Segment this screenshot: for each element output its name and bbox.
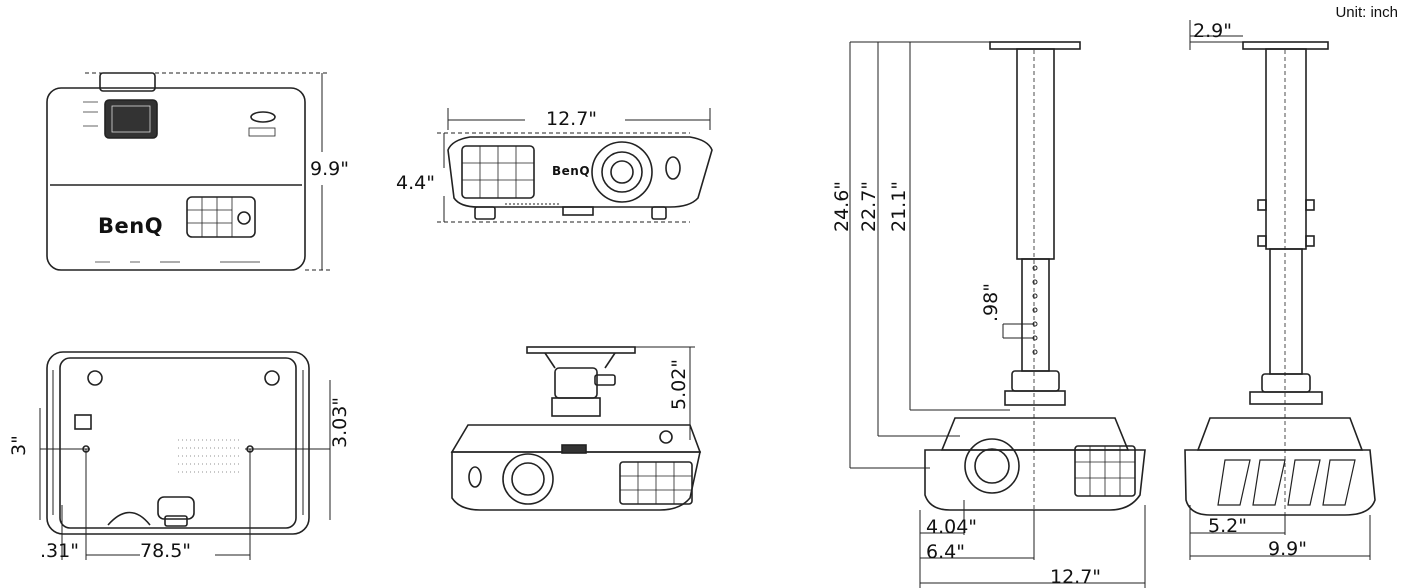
unit-label: Unit: inch [1335,4,1398,21]
top-view-projector [46,72,306,271]
dim-top-view-depth: 9.9" [310,158,349,180]
front-view-dimension-lines [437,108,711,223]
ceiling-mount-pole-dimension-lines [849,41,1146,588]
dim-bottom-hole-depth: 3.03" [329,396,351,448]
dim-mount-width: 12.7" [1050,566,1102,588]
dim-front-height: 4.4" [396,172,435,194]
bottom-view-projector [46,351,310,535]
dim-mount-hole-pitch: .98" [980,283,1002,322]
dim-mount-plate-height: 5.02" [668,358,690,410]
brand-logo-top-view: BenQ [98,214,164,238]
brand-logo-front-view: BenQ [552,164,591,178]
dim-front-width: 12.7" [546,108,598,130]
dim-mount-center-offset: 6.4" [926,541,965,563]
ceiling-mount-side-dimension-lines [1189,20,1371,560]
dim-side-plate-offset: 2.9" [1193,20,1232,42]
dim-mount-mid-height: 22.7" [858,180,880,232]
dim-mount-total-height: 24.6" [831,180,853,232]
ceiling-mount-front-view [450,346,702,511]
dim-mount-lens-offset: 4.04" [926,516,978,538]
dim-mount-min-height: 21.1" [888,180,910,232]
dim-bottom-hole-offset: 3" [8,435,30,456]
ceiling-mount-pole-view [924,41,1146,511]
front-view-projector [447,136,713,220]
dim-bottom-left-offset: .31" [40,540,79,562]
dim-side-lens-offset: 5.2" [1208,515,1247,537]
top-view-dimension-lines [85,72,330,271]
dim-side-depth: 9.9" [1268,538,1307,560]
ceiling-mount-side-view [1184,41,1376,516]
ceiling-mount-front-dimension-lines [635,346,695,440]
bottom-view-dimension-lines [39,380,331,560]
dim-bottom-hole-span: 78.5" [140,540,192,562]
